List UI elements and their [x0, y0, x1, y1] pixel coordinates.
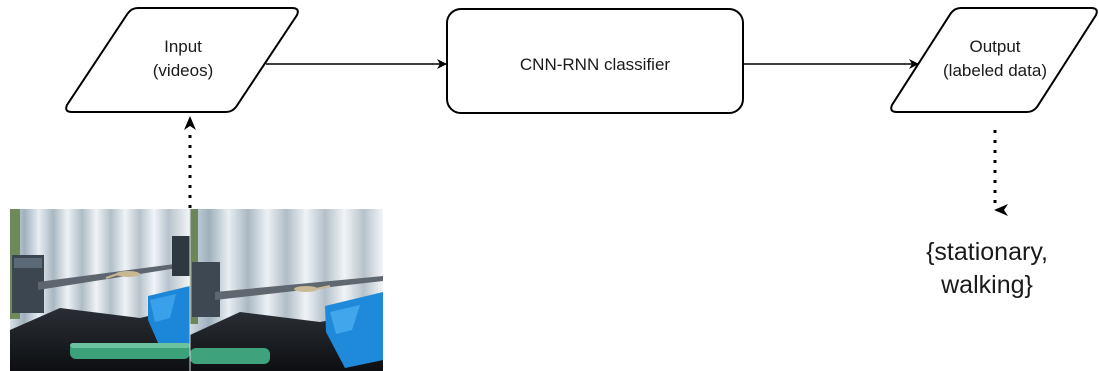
output-label-line2: (labeled data) — [943, 61, 1047, 80]
classifier-label: CNN-RNN classifier — [520, 55, 671, 74]
result-label-line2: walking} — [940, 271, 1033, 299]
output-node: Output (labeled data) — [890, 7, 1098, 113]
input-label-line1: Input — [164, 37, 202, 56]
input-node: Input (videos) — [65, 7, 299, 113]
video-frame-2 — [190, 209, 383, 371]
output-label-line1: Output — [969, 37, 1020, 56]
video-frames-photo — [10, 209, 383, 371]
classifier-node: CNN-RNN classifier — [446, 8, 744, 114]
video-frame-1 — [10, 209, 190, 371]
arrowhead-up-icon — [184, 116, 196, 130]
result-label-line1: {stationary, — [926, 238, 1048, 266]
result-labels: {stationary, walking} — [926, 238, 1048, 299]
input-label-line2: (videos) — [153, 61, 213, 80]
